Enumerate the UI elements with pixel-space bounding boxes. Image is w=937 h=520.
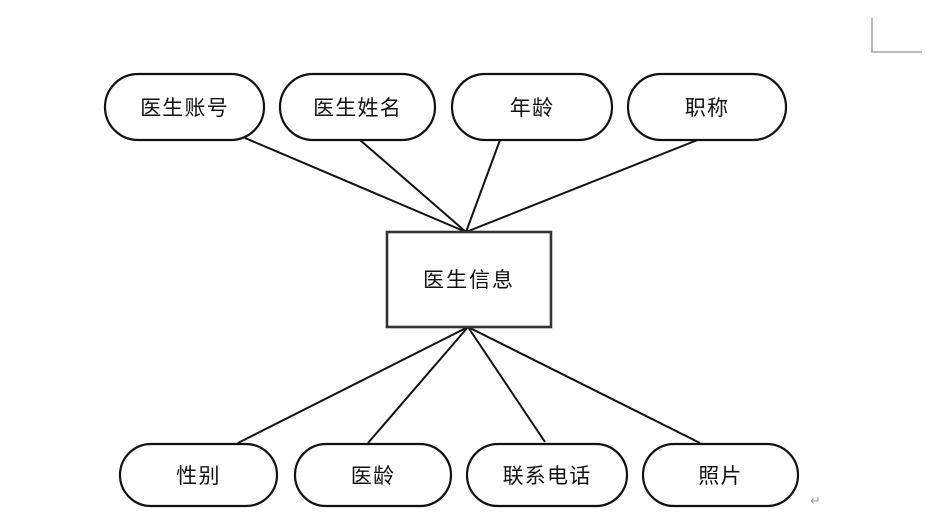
connector-line-age [465,139,501,233]
attribute-label: 医龄 [351,464,395,488]
attribute-label: 年龄 [510,96,554,120]
attribute-ellipse-outline [293,442,453,508]
connector-line-doctor-name [359,139,467,233]
attribute-node-doctor-account[interactable]: 医生账号 [103,72,266,142]
entity-label: 医生信息 [423,268,515,292]
connector-group-top [244,137,701,233]
attribute-ellipse-outline [641,442,800,508]
attribute-label: 职称 [685,96,729,120]
attribute-node-title[interactable]: 职称 [626,72,788,142]
paragraph-mark-icon: ↵ [810,493,821,508]
attribute-label: 照片 [698,464,742,488]
attribute-node-contact-phone[interactable]: 联系电话 [465,442,629,508]
attribute-label: 医生姓名 [313,96,402,120]
connector-line-doctor-account [244,137,467,233]
attribute-node-photo[interactable]: 照片 [641,442,800,508]
attribute-node-doctor-name[interactable]: 医生姓名 [278,72,437,142]
connector-group-bottom [237,326,701,444]
connector-line-phone [467,326,546,443]
attribute-node-gender[interactable]: 性别 [118,442,279,508]
connector-line-seniority [367,326,469,444]
connector-line-gender [237,326,469,444]
connector-line-photo [467,326,701,444]
attribute-ellipse-outline [465,442,629,508]
page-corner-marker-icon [871,18,922,53]
attribute-ellipse-outline [626,72,788,142]
attribute-ellipse-outline [118,442,279,508]
entity-node-doctor-info[interactable]: 医生信息 [385,230,553,329]
attribute-label: 性别 [176,464,220,488]
attribute-ellipse-outline [103,72,266,142]
attribute-node-age[interactable]: 年龄 [450,72,614,142]
entity-rectangle-outline [385,230,553,329]
connector-line-title [465,138,701,233]
attribute-ellipse-outline [278,72,437,142]
attribute-label: 医生账号 [140,96,229,120]
attribute-label: 联系电话 [503,464,592,488]
attribute-ellipse-outline [450,72,614,142]
attribute-node-seniority[interactable]: 医龄 [293,442,453,508]
